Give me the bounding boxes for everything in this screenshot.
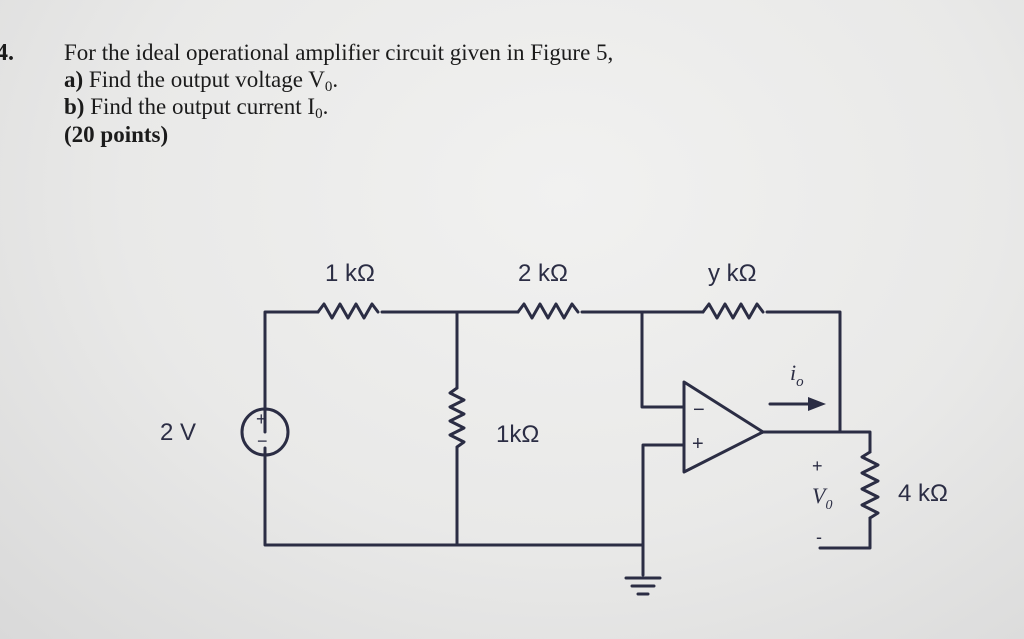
vo-minus-sign: - bbox=[816, 527, 822, 547]
load-resistor-label: 4 kΩ bbox=[898, 480, 948, 507]
bottom-wire bbox=[263, 446, 645, 547]
part-a: a) Find the output voltage V0. bbox=[64, 67, 338, 96]
output-current-symbol: i bbox=[790, 360, 796, 385]
opamp-triangle bbox=[682, 380, 765, 474]
resistor-r1 bbox=[316, 302, 380, 320]
feedback-wire bbox=[765, 310, 842, 434]
opamp-output-wire bbox=[761, 430, 872, 454]
output-current-label: io bbox=[790, 360, 804, 390]
part-b: b) Find the output current I0. bbox=[64, 94, 328, 123]
output-voltage-symbol: V bbox=[812, 483, 828, 508]
load-wire-bottom bbox=[818, 516, 872, 550]
voltage-source-icon bbox=[240, 407, 290, 457]
noninverting-input-wire bbox=[641, 443, 686, 577]
resistor-shunt bbox=[448, 386, 466, 449]
points-label: (20 points) bbox=[64, 122, 169, 147]
shunt-resistor-label: 1kΩ bbox=[496, 421, 539, 448]
part-a-text: Find the output voltage V bbox=[83, 67, 325, 92]
top-wire-left bbox=[263, 310, 320, 434]
part-b-text: Find the output current I bbox=[84, 94, 316, 119]
opamp-minus-sign: − bbox=[693, 399, 705, 421]
source-voltage-label: 2 V bbox=[160, 419, 196, 446]
arrow-right-icon bbox=[808, 397, 826, 411]
resistor-r2 bbox=[516, 302, 580, 320]
inverting-input-wire bbox=[640, 310, 686, 409]
question-number: 4. bbox=[0, 40, 14, 66]
source-plus-sign: + bbox=[256, 409, 267, 429]
output-voltage-subscript: 0 bbox=[825, 498, 832, 513]
opamp-plus-sign: + bbox=[692, 433, 704, 455]
source-minus-sign: − bbox=[257, 431, 268, 451]
vo-plus-sign: + bbox=[812, 456, 823, 476]
part-b-label: b) bbox=[64, 94, 85, 119]
output-current-subscript: o bbox=[796, 374, 804, 390]
resistor-r3 bbox=[701, 302, 765, 320]
part-a-label: a) bbox=[64, 67, 84, 92]
part-a-subscript: 0 bbox=[324, 79, 333, 95]
r1-label: 1 kΩ bbox=[325, 260, 375, 287]
part-b-subscript: 0 bbox=[315, 106, 323, 122]
part-a-end: . bbox=[332, 67, 339, 92]
r3-label: y kΩ bbox=[708, 260, 757, 287]
r2-label: 2 kΩ bbox=[518, 260, 568, 287]
question-prompt: For the ideal operational amplifier circ… bbox=[64, 40, 614, 65]
part-b-end: . bbox=[322, 94, 329, 119]
output-voltage-label: V0 bbox=[812, 483, 832, 513]
resistor-load bbox=[860, 450, 880, 520]
ground-icon bbox=[624, 576, 662, 596]
